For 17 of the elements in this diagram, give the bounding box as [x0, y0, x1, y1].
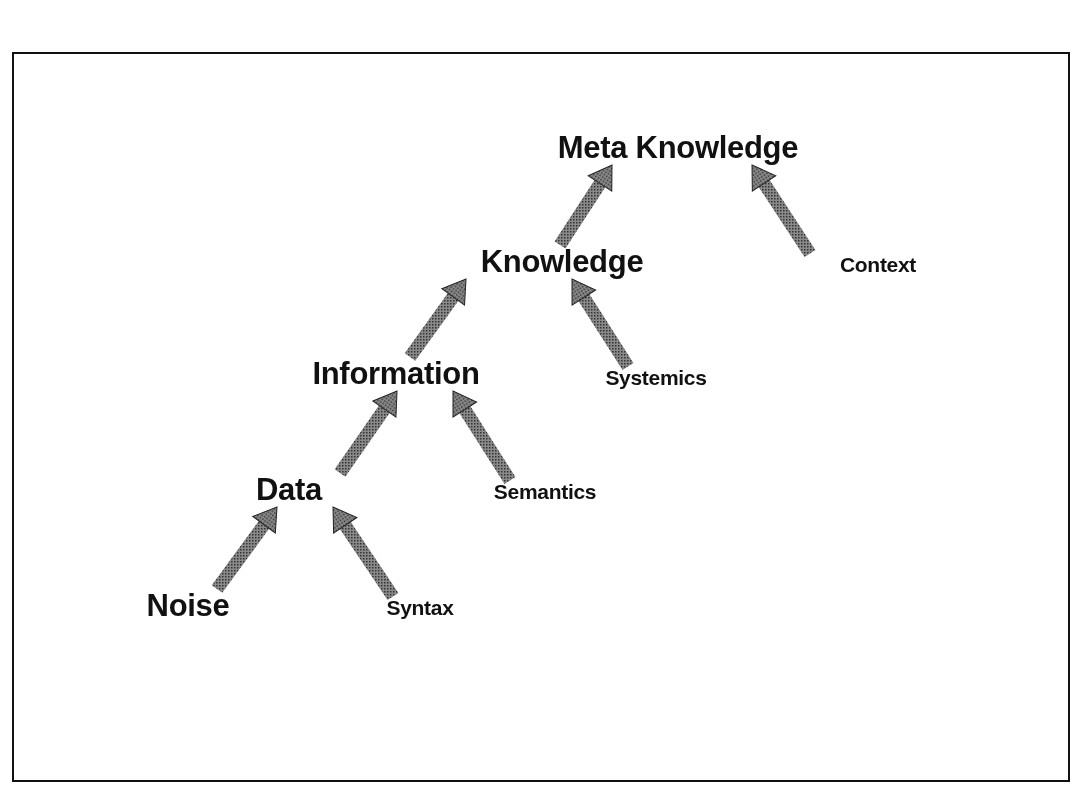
block-arrow: [211, 506, 278, 593]
block-arrow: [404, 278, 467, 361]
concept-label: Data: [256, 472, 322, 508]
block-arrow: [332, 506, 399, 601]
concept-label: Semantics: [493, 480, 597, 504]
concept-label: Systemics: [605, 366, 707, 390]
concept-label: Noise: [146, 588, 230, 624]
concept-label: Knowledge: [480, 244, 644, 280]
concept-label: Meta Knowledge: [557, 130, 799, 166]
concept-label: Context: [839, 253, 917, 277]
block-arrow: [751, 164, 816, 258]
concept-label: Information: [312, 356, 480, 392]
block-arrow: [452, 390, 516, 484]
block-arrow: [334, 390, 398, 477]
block-arrow: [554, 164, 613, 249]
concept-label: Syntax: [386, 596, 454, 620]
block-arrow: [571, 278, 634, 370]
